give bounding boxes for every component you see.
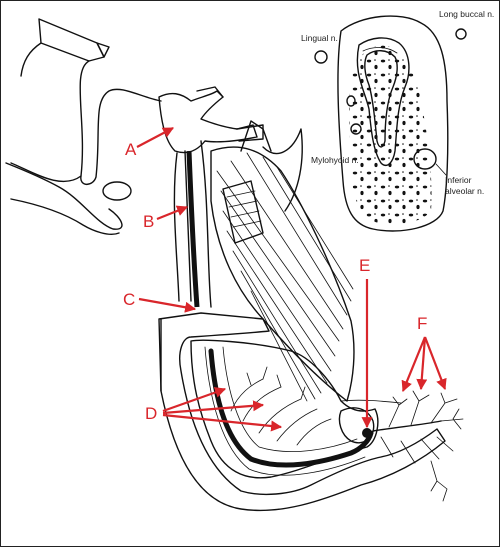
label-f: F [417,314,427,333]
arrow-b [156,205,189,221]
arrow-c [138,297,197,313]
label-mylohyoid-nerve: Mylohyoid n. [311,155,359,165]
label-long-buccal-nerve: Long buccal n. [439,9,494,19]
label-b: B [143,212,154,231]
label-inferior-alveolar-1: Inferior [445,175,472,185]
skull-base-outline [5,18,162,235]
arrow-d2 [162,400,265,415]
label-a: A [125,140,137,159]
label-inferior-alveolar-2: alveolar n. [445,186,484,196]
arrow-f3 [423,336,447,391]
mandibular-nerve-trunk [158,86,264,308]
arrow-a [136,127,174,148]
label-lingual-nerve: Lingual n. [301,33,338,43]
mandible-body [158,312,446,512]
arrow-f1 [401,336,427,393]
arrow-d3 [162,413,283,432]
label-d: D [145,404,157,423]
pterygoid-muscle [210,120,355,402]
arrow-d1 [162,387,227,413]
label-c: C [123,290,135,309]
arrow-f2 [416,336,428,391]
label-e: E [359,256,370,275]
mental-nerve [338,390,464,502]
tooth-cross-section-inset [314,15,467,232]
